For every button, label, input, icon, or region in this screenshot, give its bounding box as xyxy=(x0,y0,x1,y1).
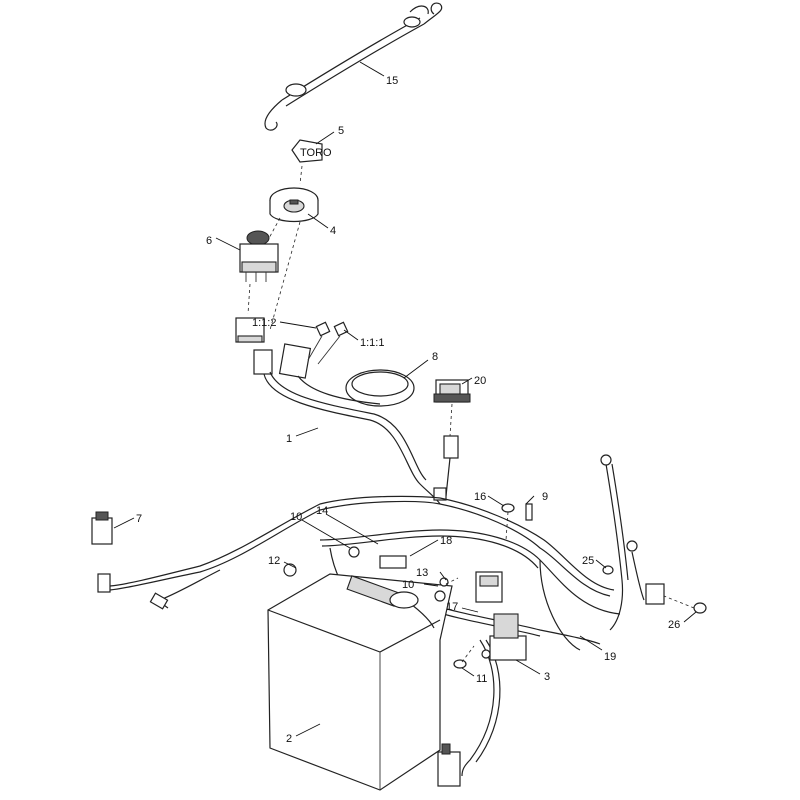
lower-harness xyxy=(109,454,665,787)
callout-15: 15 xyxy=(386,75,398,87)
leader-lines xyxy=(113,61,697,737)
callout-9: 9 xyxy=(542,491,548,503)
callout-6: 6 xyxy=(206,235,212,247)
callout-20: 20 xyxy=(474,375,486,387)
callout-16: 16 xyxy=(474,491,486,503)
callout-1: 1 xyxy=(286,433,292,445)
switch-part-7 xyxy=(91,511,113,593)
harness-connector-block xyxy=(235,317,312,379)
callout-1-1-1: 1:1:1 xyxy=(360,337,384,349)
callout-7: 7 xyxy=(136,513,142,525)
hardware xyxy=(283,503,707,669)
callout-1-1-2: 1:1:2 xyxy=(252,317,276,329)
callout-19: 19 xyxy=(604,651,616,663)
callout-3: 3 xyxy=(544,671,550,683)
callout-4: 4 xyxy=(330,225,336,237)
pto-switch-part-6 xyxy=(239,230,279,282)
strap-part-15 xyxy=(264,2,443,131)
key-part-5: TORO xyxy=(291,139,332,163)
solenoid-part-3 xyxy=(481,613,527,661)
callout-17: 17 xyxy=(446,601,458,613)
callout-26: 26 xyxy=(668,619,680,631)
callout-2: 2 xyxy=(286,733,292,745)
fuse-connectors xyxy=(307,321,349,365)
key-brand-text: TORO xyxy=(300,147,332,159)
callout-12: 12 xyxy=(268,555,280,567)
callout-13: 13 xyxy=(416,567,428,579)
round-cover-part-8 xyxy=(345,369,415,407)
callout-14: 14 xyxy=(316,505,328,517)
callout-8: 8 xyxy=(432,351,438,363)
battery-part-2 xyxy=(267,573,453,791)
callout-18: 18 xyxy=(440,535,452,547)
callout-11: 11 xyxy=(476,673,487,685)
callout-10-upper: 10 xyxy=(290,511,302,523)
ignition-switch-part-4 xyxy=(269,187,319,223)
callout-10-lower: 10 xyxy=(402,579,414,591)
wire-harness-part-1 xyxy=(263,371,459,505)
callout-25: 25 xyxy=(582,555,594,567)
callout-labels: 15 5 4 6 1:1:2 1:1:1 8 20 1 16 9 7 10 14… xyxy=(136,75,680,745)
callout-5: 5 xyxy=(338,125,344,137)
hour-meter-part-20 xyxy=(433,379,471,403)
